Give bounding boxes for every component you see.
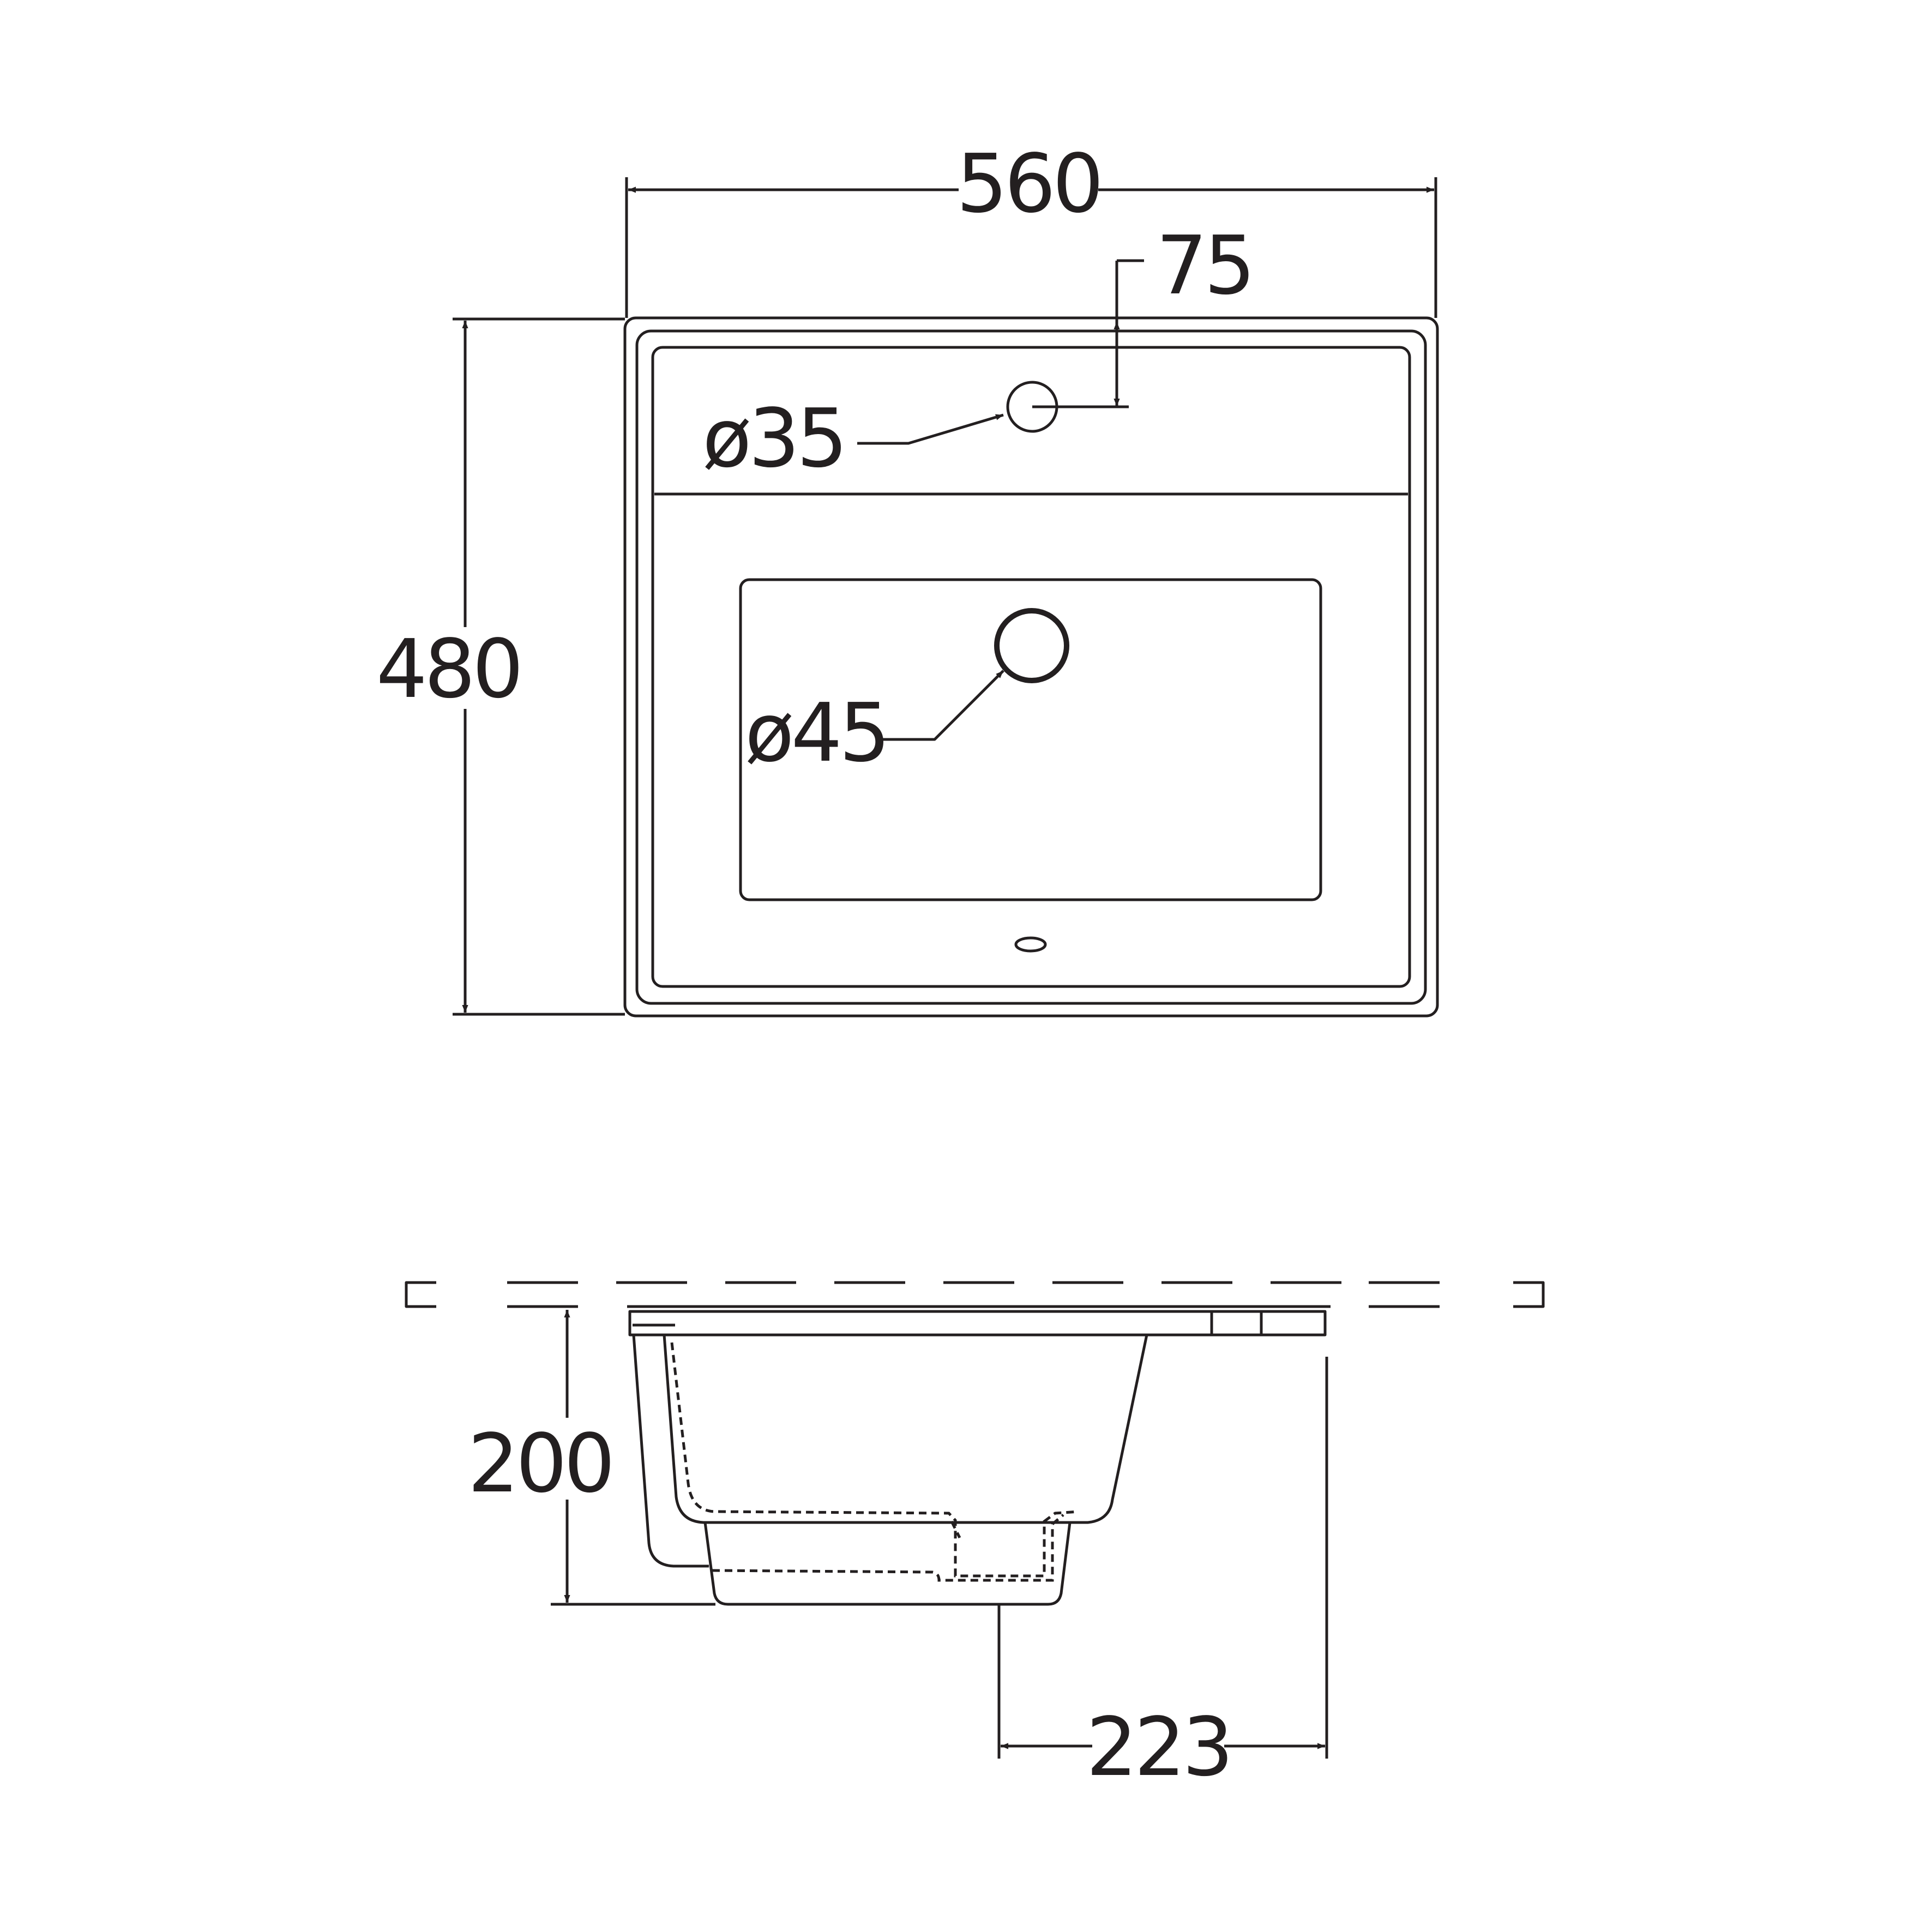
width-dimension: 560 <box>625 137 1437 318</box>
drain-offset-dimension: 223 <box>997 1357 1328 1794</box>
depth-dimension: 480 <box>376 317 625 1016</box>
depth-dimension-label: 480 <box>376 622 521 716</box>
width-dimension-label: 560 <box>956 137 1101 231</box>
tap-offset-label: 75 <box>1156 219 1252 312</box>
drain-label: ø45 <box>745 686 887 780</box>
tap-offset-dimension: 75 <box>1114 219 1255 406</box>
height-dimension-label: 200 <box>468 1417 612 1510</box>
overflow-slot <box>1014 936 1047 953</box>
countertop-outline <box>405 1281 1545 1308</box>
basin-inner-wall <box>663 1334 1148 1524</box>
hidden-drain-profile <box>712 1514 1064 1582</box>
sink-base <box>703 1522 1072 1606</box>
sink-mid-rim <box>635 329 1427 1005</box>
sink-inner-rim <box>651 346 1411 988</box>
side-view <box>405 1281 1545 1606</box>
tap-hole-callout: ø35 <box>702 392 1004 485</box>
height-dimension: 200 <box>468 1310 715 1606</box>
drain-hole <box>994 608 1069 683</box>
drain-offset-label: 223 <box>1086 1700 1231 1794</box>
hidden-inner-profile <box>670 1342 1079 1578</box>
plan-view <box>623 316 1439 1018</box>
basin-outline <box>739 578 1322 901</box>
sink-outer-rim <box>623 316 1439 1018</box>
tap-hole-label: ø35 <box>702 392 845 485</box>
sink-outer-shell <box>632 1334 709 1568</box>
sink-rim-flange <box>628 1310 1327 1337</box>
drain-callout: ø45 <box>745 670 1004 780</box>
